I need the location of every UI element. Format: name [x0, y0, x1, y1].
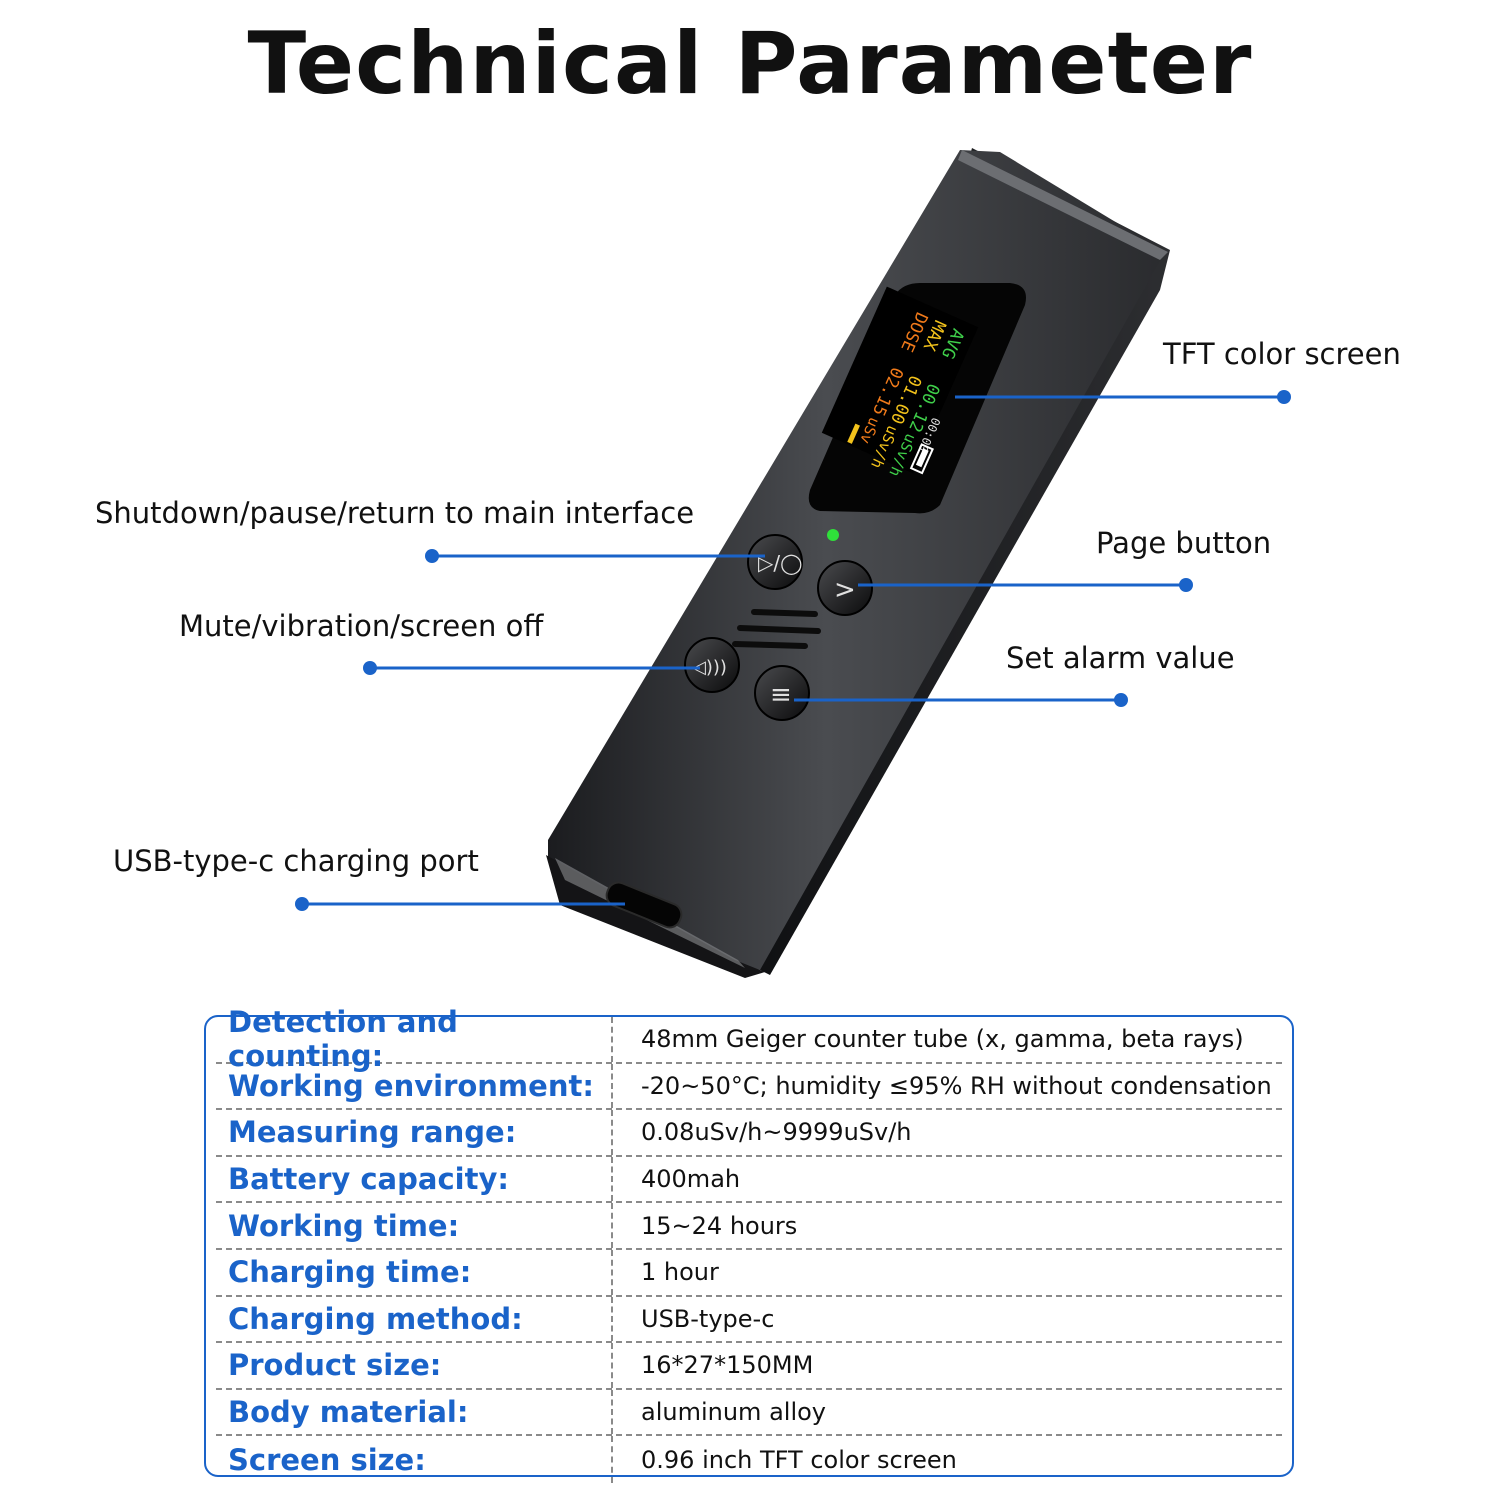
spec-row: Working time: 15~24 hours: [216, 1203, 1282, 1250]
menu-button[interactable]: ≡: [754, 665, 810, 721]
callout-alarm: Set alarm value: [1006, 641, 1235, 675]
spec-row: Screen size: 0.96 inch TFT color screen: [216, 1436, 1282, 1483]
spec-row: Product size: 16*27*150MM: [216, 1343, 1282, 1390]
page-button[interactable]: >: [817, 560, 873, 616]
spec-label: Body material:: [216, 1389, 613, 1435]
mute-icon: ◁))): [692, 657, 727, 678]
tft-screen: AVG 00.12 uSv/h MAX 01.00 uSv/h DOSE 02.…: [821, 286, 979, 479]
status-led: [827, 529, 839, 541]
spec-table: Detection and counting: 48mm Geiger coun…: [204, 1005, 1294, 1483]
callout-shutdown: Shutdown/pause/return to main interface: [95, 496, 695, 530]
spec-value: 15~24 hours: [641, 1211, 798, 1240]
power-button[interactable]: ▷/◯: [747, 534, 803, 590]
spec-value: USB-type-c: [641, 1304, 775, 1333]
mute-button[interactable]: ◁))): [684, 637, 740, 693]
menu-lines-icon: ≡: [770, 680, 792, 710]
spec-label: Working environment:: [216, 1063, 613, 1109]
spec-row: Battery capacity: 400mah: [216, 1156, 1282, 1204]
spec-row: Body material: aluminum alloy: [216, 1389, 1282, 1437]
callout-tft-screen: TFT color screen: [1163, 337, 1401, 371]
spec-label: Working time:: [216, 1203, 613, 1248]
usb-c-port: [605, 881, 683, 929]
spec-row: Measuring range: 0.08uSv/h~9999uSv/h: [216, 1110, 1282, 1157]
spec-value: 0.96 inch TFT color screen: [641, 1445, 957, 1474]
spec-label: Screen size:: [216, 1436, 613, 1483]
spec-value: -20~50°C; humidity ≤95% RH without conde…: [641, 1071, 1272, 1100]
spec-label: Battery capacity:: [216, 1156, 613, 1202]
callout-mute: Mute/vibration/screen off: [179, 609, 544, 643]
page-title: Technical Parameter: [247, 14, 1253, 114]
spec-label: Measuring range:: [216, 1110, 613, 1155]
spec-row: Charging method: USB-type-c: [216, 1296, 1282, 1344]
spec-value: 1 hour: [641, 1258, 719, 1287]
spec-label: Charging method:: [216, 1296, 613, 1342]
spec-label: Detection and counting:: [216, 1005, 613, 1073]
battery-icon: [909, 443, 934, 475]
callout-page-button: Page button: [1096, 526, 1272, 560]
spec-row: Detection and counting: 48mm Geiger coun…: [216, 1005, 1282, 1073]
play-power-icon: ▷/◯: [758, 551, 803, 575]
level-bar: [847, 423, 860, 444]
spec-value: aluminum alloy: [641, 1398, 826, 1427]
spec-value: 0.08uSv/h~9999uSv/h: [641, 1118, 912, 1147]
device-front-face: [548, 150, 1165, 970]
geiger-counter-illustration: AVG 00.12 uSv/h MAX 01.00 uSv/h DOSE 02.…: [295, 148, 1291, 978]
spec-row: Charging time: 1 hour: [216, 1249, 1282, 1297]
chevron-icon: >: [834, 575, 856, 605]
spec-value: 48mm Geiger counter tube (x, gamma, beta…: [641, 1025, 1244, 1054]
callout-usb: USB-type-c charging port: [113, 844, 479, 878]
spec-label: Charging time:: [216, 1249, 613, 1295]
spec-value: 400mah: [641, 1165, 741, 1194]
spec-row: Working environment: -20~50°C; humidity …: [216, 1063, 1282, 1111]
spec-label: Product size:: [216, 1343, 613, 1388]
spec-value: 16*27*150MM: [641, 1351, 814, 1380]
